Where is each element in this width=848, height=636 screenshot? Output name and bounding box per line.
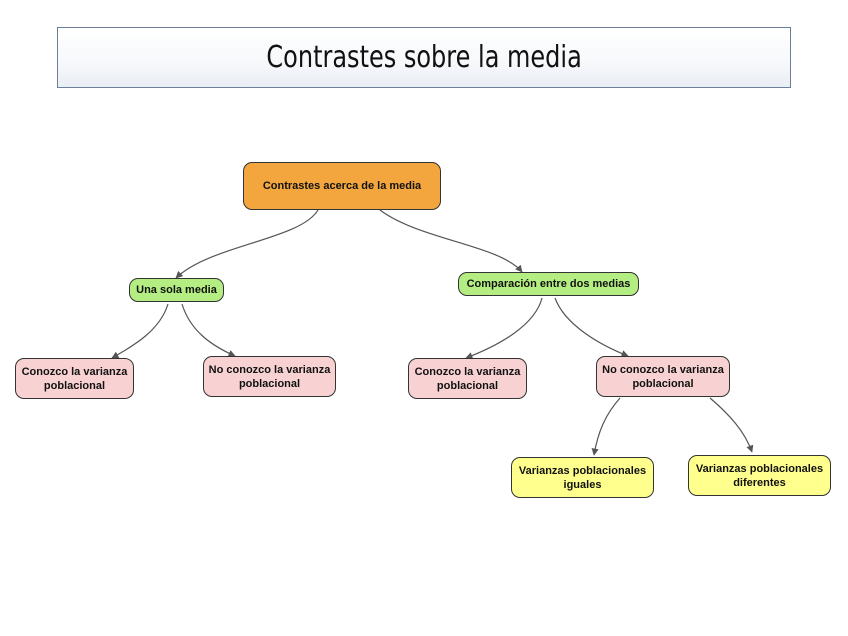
node-dos-no-conozco[interactable]: No conozco la varianza poblacional — [596, 356, 730, 397]
node-diferentes-label: Varianzas poblacionales diferentes — [695, 462, 824, 489]
node-una-no-conozco-label: No conozco la varianza poblacional — [208, 363, 331, 390]
page-title: Contrastes sobre la media — [266, 40, 582, 75]
edge-noconozco-diferentes — [709, 397, 754, 453]
node-root-label: Contrastes acerca de la media — [262, 180, 422, 192]
node-iguales[interactable]: Varianzas poblacionales iguales — [511, 457, 654, 498]
node-comparacion[interactable]: Comparación entre dos medias — [458, 272, 639, 296]
node-dos-conozco[interactable]: Conozco la varianza poblacional — [408, 358, 527, 399]
edge-comp-conozco — [465, 297, 543, 360]
edge-root-una — [175, 209, 319, 279]
edge-comp-noconozco — [554, 297, 629, 357]
edge-noconozco-iguales — [591, 397, 621, 456]
edge-una-noconozco — [181, 303, 236, 357]
node-una-conozco[interactable]: Conozco la varianza poblacional — [15, 358, 134, 399]
edge-root-comparacion — [379, 209, 523, 273]
node-una-sola-media[interactable]: Una sola media — [129, 278, 224, 302]
node-una-sola-media-label: Una sola media — [136, 284, 217, 296]
title-box: Contrastes sobre la media — [57, 27, 791, 88]
node-diferentes[interactable]: Varianzas poblacionales diferentes — [688, 455, 831, 496]
node-root[interactable]: Contrastes acerca de la media — [243, 162, 441, 210]
node-una-no-conozco[interactable]: No conozco la varianza poblacional — [203, 356, 336, 397]
node-una-conozco-label: Conozco la varianza poblacional — [21, 365, 128, 392]
node-iguales-label: Varianzas poblacionales iguales — [518, 464, 647, 491]
node-comparacion-label: Comparación entre dos medias — [466, 278, 631, 290]
edge-una-conozco — [111, 303, 169, 359]
node-dos-no-conozco-label: No conozco la varianza poblacional — [602, 363, 724, 390]
node-dos-conozco-label: Conozco la varianza poblacional — [414, 365, 521, 392]
